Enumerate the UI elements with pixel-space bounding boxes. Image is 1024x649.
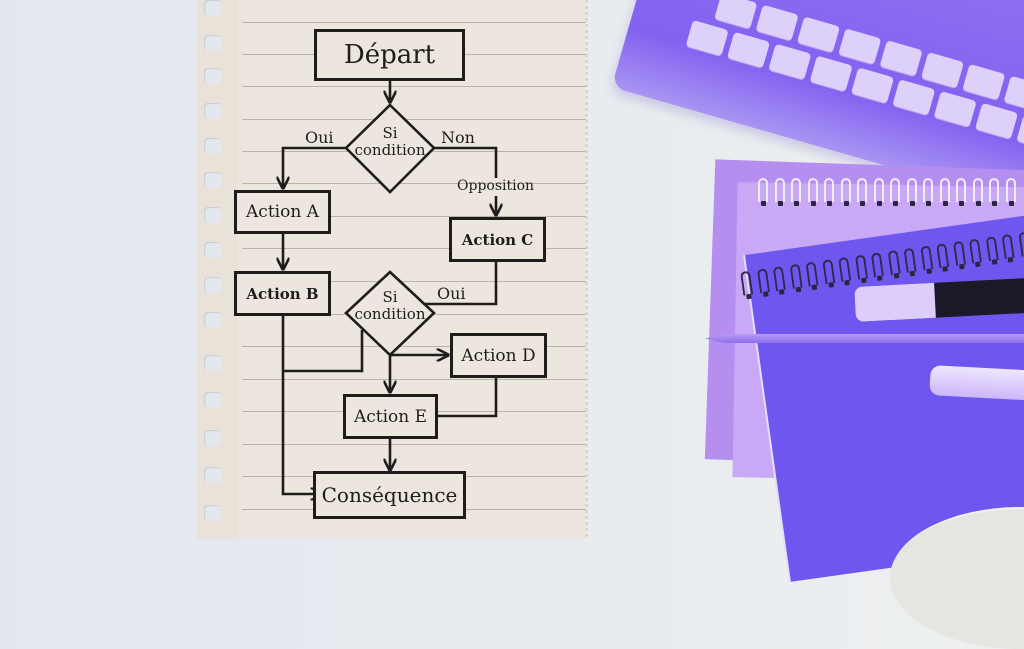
binder-hole — [204, 138, 221, 154]
keyboard-key — [727, 31, 771, 68]
decision2-yes-label: Oui — [437, 284, 466, 303]
keyboard-key — [809, 55, 853, 92]
decision2-line1: Si — [382, 288, 398, 306]
binder-hole — [204, 172, 221, 188]
action-b-label: Action B — [246, 284, 319, 303]
action-a-label: Action A — [246, 202, 319, 222]
start-label: Départ — [343, 40, 436, 70]
binder-hole — [204, 277, 221, 293]
binder-hole — [204, 312, 221, 328]
ruled-line — [242, 379, 586, 380]
binder-hole — [204, 505, 221, 521]
decision1-yes-label: Oui — [305, 128, 334, 147]
keyboard-key — [962, 63, 1006, 101]
binder-hole — [204, 103, 221, 119]
torn-edge — [585, 0, 588, 538]
binder-hole — [204, 207, 221, 223]
marker-cap — [854, 282, 936, 322]
ruled-line — [242, 119, 586, 120]
action-c-node: Action C — [449, 217, 546, 262]
binder-hole — [204, 467, 221, 483]
keyboard-key — [851, 67, 895, 104]
action-d-label: Action D — [461, 345, 536, 366]
binder-hole — [204, 392, 221, 408]
action-e-node: Action E — [343, 394, 438, 439]
keyboard-key — [755, 4, 799, 41]
keyboard-key — [892, 79, 936, 116]
action-e-label: Action E — [353, 406, 428, 427]
decision1-no-label: Non — [441, 128, 475, 147]
keyboard-key — [796, 16, 840, 53]
opposition-label: Opposition — [457, 178, 535, 194]
action-d-node: Action D — [450, 333, 547, 378]
binder-hole — [204, 355, 221, 371]
ruled-line — [242, 216, 586, 217]
ruled-line — [242, 444, 586, 445]
action-c-label: Action C — [461, 230, 534, 249]
binder-hole — [204, 35, 221, 51]
keyboard-key — [1016, 114, 1024, 151]
keyboard-key — [975, 102, 1019, 140]
end-label: Conséquence — [321, 483, 458, 507]
action-b-node: Action B — [234, 271, 331, 316]
start-node: Départ — [314, 29, 465, 81]
pencil — [705, 334, 1024, 343]
end-node: Conséquence — [313, 471, 466, 519]
action-a-node: Action A — [234, 190, 331, 234]
binder-hole — [204, 430, 221, 446]
keyboard-key — [714, 0, 758, 29]
notebook-paper-sheet — [197, 0, 588, 538]
ballpoint-pen — [929, 365, 1024, 401]
decision1-line2: condition — [354, 141, 426, 159]
spiral-binding-top — [758, 178, 1016, 206]
binder-hole — [204, 242, 221, 258]
keyboard-key — [879, 40, 923, 77]
binder-hole — [204, 0, 221, 16]
paper-margin — [197, 0, 237, 538]
ruled-line — [242, 248, 586, 249]
keyboard-key — [685, 19, 729, 57]
flowchart-photo-scene: Départ Si condition Oui Non Opposition A… — [0, 0, 1024, 538]
decision1-line1: Si — [382, 124, 398, 142]
keyboard-key — [920, 52, 964, 89]
marker-body — [934, 277, 1024, 318]
decision1-text: Si condition — [350, 125, 430, 159]
keyboard-key — [768, 43, 812, 80]
binder-hole — [204, 68, 221, 84]
ruled-line — [242, 22, 586, 23]
decision2-text: Si condition — [350, 289, 430, 323]
keyboard-key — [933, 91, 977, 128]
keyboard-key — [1003, 75, 1024, 112]
ruled-line — [242, 183, 586, 184]
ruled-line — [242, 86, 586, 87]
keyboard-key — [838, 28, 882, 65]
decision2-line2: condition — [354, 305, 426, 323]
